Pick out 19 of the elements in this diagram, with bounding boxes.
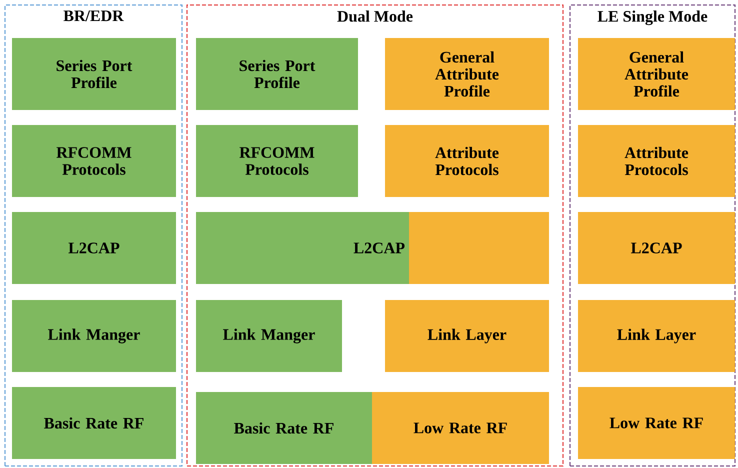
layer-box: Link Layer <box>578 300 735 372</box>
layer-box: Attribute Protocols <box>385 125 549 197</box>
layer-box: Attribute Protocols <box>578 125 735 197</box>
layer-box: General Attribute Profile <box>578 38 735 110</box>
layer-box: L2CAP <box>12 212 176 284</box>
layer-box: Low Rate RF <box>372 392 549 464</box>
layer-box: General Attribute Profile <box>385 38 549 110</box>
layer-box: L2CAP <box>578 212 735 284</box>
layer-box: Series Port Profile <box>12 38 176 110</box>
layer-box: Low Rate RF <box>578 387 735 459</box>
layer-box: RFCOMM Protocols <box>12 125 176 197</box>
layer-box: Link Manger <box>196 300 342 372</box>
layer-box: RFCOMM Protocols <box>196 125 358 197</box>
layer-box: Link Layer <box>385 300 549 372</box>
layer-box: Series Port Profile <box>196 38 358 110</box>
layer-box: L2CAP <box>196 212 549 284</box>
layer-box: Basic Rate RF <box>196 392 372 464</box>
layer-box: Basic Rate RF <box>12 387 176 459</box>
layer-box: Link Manger <box>12 300 176 372</box>
